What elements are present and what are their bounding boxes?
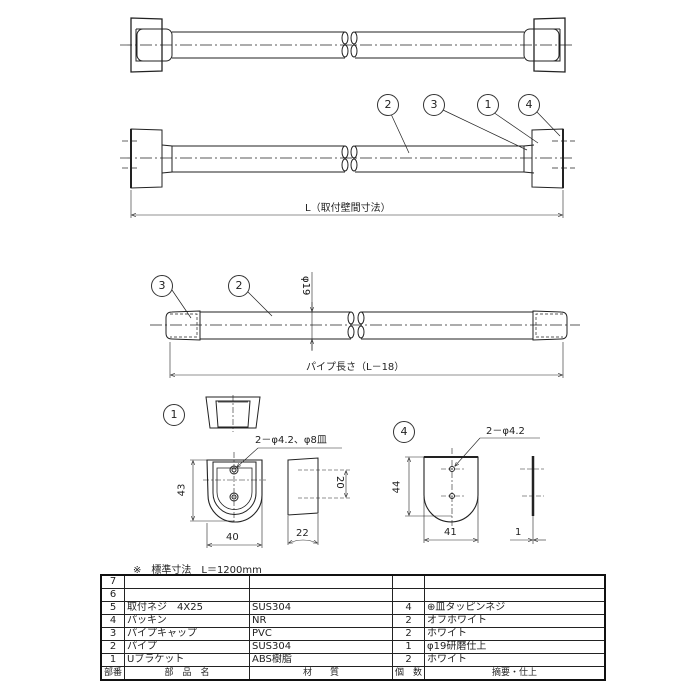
table-row: 7 <box>100 574 606 589</box>
pipe-length-dimension-label: パイプ長さ（L－18） <box>306 362 405 373</box>
header-quantity: 個 数 <box>392 666 426 681</box>
part-quantity <box>392 588 426 602</box>
header-material: 材 質 <box>249 666 394 681</box>
plan-view-assembly <box>120 17 575 73</box>
part-name <box>124 574 251 589</box>
part-quantity: 1 <box>392 640 426 654</box>
part-material: NR <box>249 614 394 628</box>
part-remarks <box>424 588 606 602</box>
part-name: Uブラケット <box>124 653 251 667</box>
part-remarks <box>424 574 606 589</box>
pipe-view <box>150 272 580 378</box>
part-number: 1 <box>100 653 126 667</box>
part-number: 6 <box>100 588 126 602</box>
part-material: SUS304 <box>249 601 394 615</box>
balloon-part-2: 2 <box>377 94 399 116</box>
balloon-pipe: 2 <box>228 275 250 297</box>
part-material: PVC <box>249 627 394 641</box>
balloon-gasket-detail: 4 <box>393 421 415 443</box>
bracket-detail <box>190 395 350 548</box>
gasket-hole-callout: 2－φ4.2 <box>486 426 525 437</box>
part-remarks: φ19研磨仕上 <box>424 640 606 654</box>
header-remarks: 摘要・仕上 <box>424 666 606 681</box>
gasket-width-dim: 41 <box>444 527 457 538</box>
part-quantity: 2 <box>392 627 426 641</box>
gasket-height-dim: 44 <box>391 480 403 494</box>
part-material <box>249 574 394 589</box>
part-quantity: 2 <box>392 614 426 628</box>
header-part-name: 部 品 名 <box>124 666 251 681</box>
part-number: 5 <box>100 601 126 615</box>
pipe-diameter-label: φ19 <box>300 276 311 296</box>
bracket-width-dim: 40 <box>226 532 239 543</box>
part-material <box>249 588 394 602</box>
part-remarks: ⊕皿タッピンネジ <box>424 601 606 615</box>
part-name: パイプキャップ <box>124 627 251 641</box>
table-row: 2 パイプ SUS304 1 φ19研磨仕上 <box>100 640 606 654</box>
parts-list-table: 7 6 5 取付ネジ 4X25 SUS304 4 ⊕皿タッピンネジ 4 パッキン… <box>100 574 607 681</box>
wall-span-dimension-label: L（取付壁間寸法） <box>305 203 391 214</box>
part-quantity <box>392 574 426 589</box>
bracket-height-dim: 43 <box>176 483 188 497</box>
table-row: 1 Uブラケット ABS樹脂 2 ホワイト <box>100 653 606 667</box>
bracket-hole-callout: 2－φ4.2、φ8皿 <box>255 435 327 446</box>
balloon-part-1: 1 <box>477 94 499 116</box>
front-view-assembly <box>120 109 575 218</box>
gasket-detail <box>405 437 546 544</box>
part-remarks: ホワイト <box>424 653 606 667</box>
part-number: 7 <box>100 574 126 589</box>
table-row: 3 パイプキャップ PVC 2 ホワイト <box>100 627 606 641</box>
part-remarks: オフホワイト <box>424 614 606 628</box>
part-number: 4 <box>100 614 126 628</box>
gasket-thickness-dim: 1 <box>515 527 522 538</box>
table-row: 6 <box>100 588 606 602</box>
part-quantity: 4 <box>392 601 426 615</box>
part-number: 2 <box>100 640 126 654</box>
part-name: パイプ <box>124 640 251 654</box>
bracket-hole-pitch-dim: 20 <box>334 476 345 489</box>
part-number: 3 <box>100 627 126 641</box>
balloon-bracket-detail: 1 <box>163 404 185 426</box>
balloon-part-4: 4 <box>518 94 540 116</box>
table-row: 4 パッキン NR 2 オフホワイト <box>100 614 606 628</box>
part-remarks: ホワイト <box>424 627 606 641</box>
table-header-row: 部番 部 品 名 材 質 個 数 摘要・仕上 <box>100 666 606 681</box>
part-name <box>124 588 251 602</box>
balloon-pipe-cap: 3 <box>151 275 173 297</box>
part-material: SUS304 <box>249 640 394 654</box>
part-quantity: 2 <box>392 653 426 667</box>
header-part-number: 部番 <box>100 666 126 681</box>
part-name: パッキン <box>124 614 251 628</box>
part-material: ABS樹脂 <box>249 653 394 667</box>
standard-dimension-note: ※ 標準寸法 L＝1200mm <box>133 565 262 576</box>
balloon-part-3: 3 <box>423 94 445 116</box>
bracket-depth-dim: 22 <box>296 528 309 539</box>
part-name: 取付ネジ 4X25 <box>124 601 251 615</box>
table-row: 5 取付ネジ 4X25 SUS304 4 ⊕皿タッピンネジ <box>100 601 606 615</box>
